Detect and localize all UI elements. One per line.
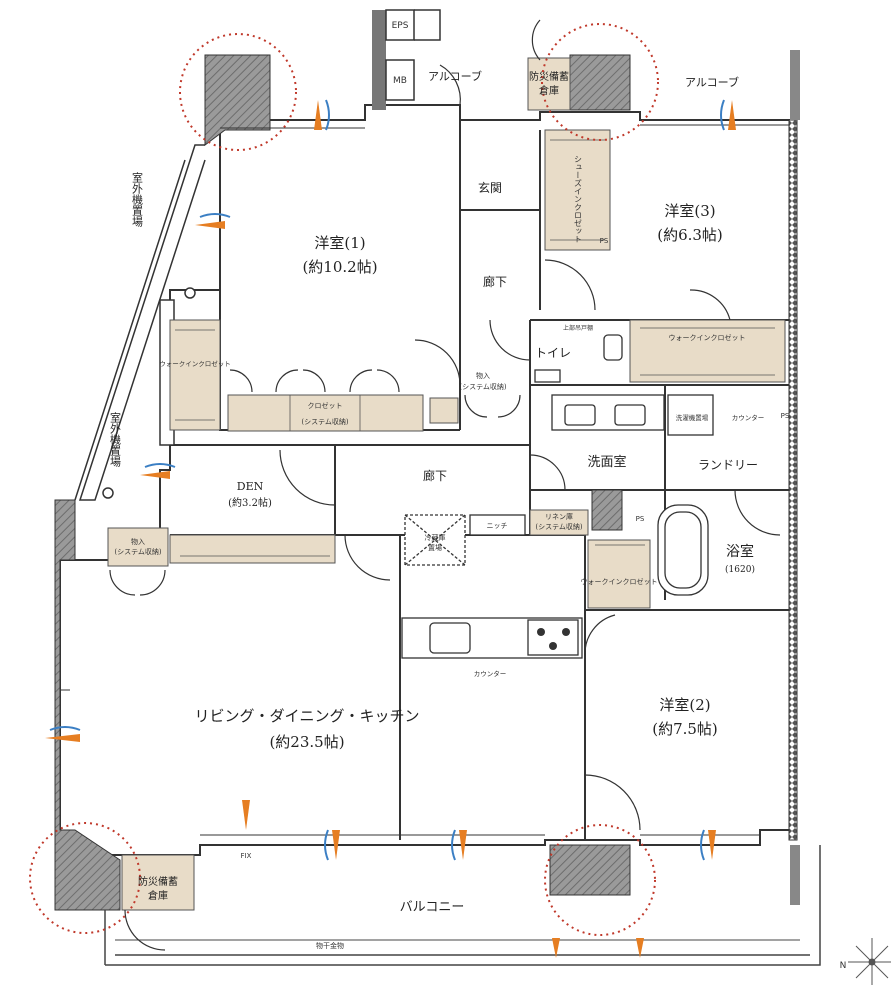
wic-west3-label: ウォークインクロゼット [669,333,746,342]
shoes-in-label: シューズインクロゼット [574,155,583,243]
hall1-label: 廊下 [483,274,507,289]
counter-kitchen-label: カウンター [474,669,507,678]
closet-system [227,394,424,432]
alcove-right-label: アルコーブ [685,75,739,89]
den-name: DEN [237,480,264,493]
linen-closet [529,509,589,536]
eps-mb [385,9,441,101]
wic-west1-label: ウォークインクロゼット [159,359,231,368]
ps3-label: PS [781,412,790,420]
ps1-label: PS [600,237,609,245]
north-label: N [840,961,847,971]
ps2-label: PS [636,515,645,523]
wic-bath-label: ウォークインクロゼット [581,577,658,586]
storage-fills [107,57,786,911]
eps-label: EPS [392,21,409,31]
fridge-sub-label: 置場 [428,543,442,552]
disaster-bottom2-label: 倉庫 [148,889,168,902]
western2-name: 洋室(2) [659,696,710,714]
ldk-size: (約23.5帖) [269,733,344,751]
washroom-label: 洗面室 [587,454,626,470]
monoire-ldk [107,527,169,567]
ldk-name: リビング・ダイニング・キッチン [194,707,419,725]
shoes-in-closet [544,129,611,251]
den-size: (約3.2帖) [228,496,272,509]
alcove-left-label: アルコーブ [428,69,482,83]
door-swings [109,19,781,951]
monoire-ldk-label: 物入 [131,537,145,546]
storage-labels: シューズインクロゼット PS PS PS 上部吊戸棚 ウォークインクロゼット ウ… [114,70,790,902]
outdoor-unit2-label: 室外機置場 [109,411,122,468]
niche-label: ニッチ [487,522,508,530]
compass-icon [848,938,891,985]
balcony-outline [104,845,821,966]
outdoor-unit1-label: 室外機置場 [131,171,144,228]
laundry-label: ランドリー [698,458,758,472]
toilet-label: トイレ [535,346,571,360]
western2-size: (約7.5帖) [652,720,718,738]
disaster-storage-top [527,57,571,111]
counter-laundry-label: カウンター [732,413,765,422]
fix-label: FIX [241,852,252,860]
closet-label: クロゼット [308,401,343,410]
linen-label: リネン庫 [545,512,573,521]
den-shelf [169,534,336,564]
western3-name: 洋室(3) [664,202,715,220]
exterior-labels: EPS MB 室外機置場 室外機置場 物干金物 FIX N [109,21,847,971]
windows [60,124,790,836]
mb-label: MB [393,76,407,86]
bath-size: (1620) [725,564,755,575]
monoire-ldk-sub-label: (システム収納) [114,547,162,556]
western3-size: (約6.3帖) [657,226,723,244]
monoire-hall [429,397,459,424]
shelf-lines [175,139,775,557]
column-markers [29,23,659,936]
wic-west3 [629,319,786,383]
wic-bath [587,539,651,609]
fridge-label: 冷蔵庫 [425,533,446,542]
disaster-top-label: 防災備蓄 [529,70,569,83]
western1-name: 洋室(1) [314,234,365,252]
laundry-rail-label: 物干金物 [316,941,344,950]
closet-sub-label: (システム収納) [301,417,349,426]
washer-label: 洗濯機置場 [676,413,709,422]
disaster-top2-label: 倉庫 [539,84,559,97]
western1-size: (約10.2帖) [302,258,377,276]
vent-markers [45,99,736,958]
linen-sub-label: (システム収納) [535,522,583,531]
walls [59,104,791,856]
stove-burners [537,628,570,650]
toilet-bowl [603,334,623,361]
monoire-hall-sub-label: (システム収納) [459,382,507,391]
upper-shelf-label: 上部吊戸棚 [563,324,593,332]
toilet-sink [534,369,561,383]
wic-west1 [169,319,221,431]
fixtures [401,334,714,659]
hall2-label: 廊下 [423,468,447,483]
balcony-label: バルコニー [400,900,465,915]
entrance-label: 玄関 [478,180,502,195]
monoire-hall-label: 物入 [476,371,490,380]
structural-columns [54,10,800,911]
disaster-bottom-label: 防災備蓄 [138,875,178,888]
room-labels: 洋室(1) (約10.2帖) 洋室(3) (約6.3帖) 洋室(2) (約7.5… [194,69,758,915]
bath-name: 浴室 [726,543,754,560]
disaster-storage-bottom [121,854,195,911]
